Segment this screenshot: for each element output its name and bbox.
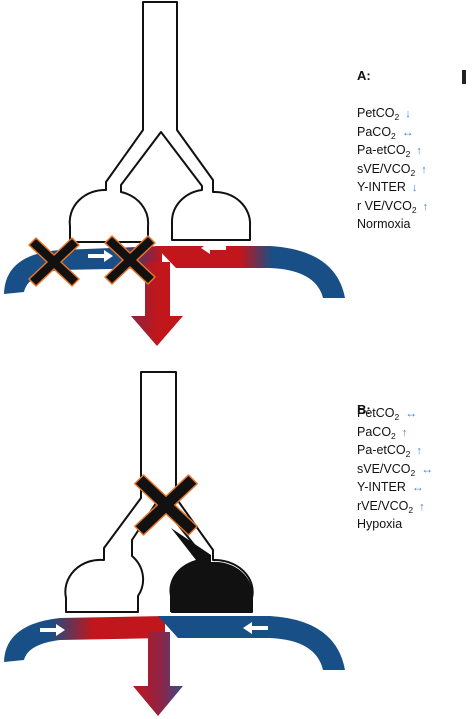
trend-unchanged-arrow-icon: ↔ xyxy=(405,406,418,420)
flow-arrow-right-b xyxy=(40,624,65,636)
parameter-subscript: 2 xyxy=(410,467,416,478)
parameter-name: PaCO xyxy=(357,124,392,139)
legend-row: PetCO2 ↔ xyxy=(357,404,433,423)
parameter-subscript: 2 xyxy=(391,430,396,441)
parameter-name: PetCO xyxy=(357,106,395,120)
parameter-subscript: 2 xyxy=(405,149,411,159)
capillary-right-b xyxy=(158,616,345,670)
trend-down-arrow-icon: ↓ xyxy=(405,108,411,120)
panel-b-diagram xyxy=(4,371,345,716)
legend-row: Pa-etCO2 ↑ xyxy=(357,141,428,160)
parameter-subscript: 2 xyxy=(408,504,414,515)
panel-a-legend: PetCO2↓PaCO2↔Pa-etCO2↑sVE/VCO2↑Y-INTER↓r… xyxy=(357,104,428,234)
parameter-subscript: 2 xyxy=(405,449,411,459)
flow-arrow-left-b xyxy=(243,622,268,634)
flow-arrow-left-a xyxy=(201,242,226,254)
condition-label: Normoxia xyxy=(357,217,411,231)
trend-up-arrow-icon: ↑ xyxy=(419,500,425,513)
edge-marker xyxy=(462,70,466,84)
legend-row: sVE/VCO2 ↑ xyxy=(357,160,428,179)
trend-unchanged-arrow-icon: ↔ xyxy=(411,480,424,494)
parameter-name: Pa-etCO xyxy=(357,443,406,457)
parameter-subscript: 2 xyxy=(394,112,400,122)
condition-label: Hypoxia xyxy=(357,517,403,531)
trend-up-arrow-icon: ↑ xyxy=(422,200,429,213)
trend-unchanged-arrow-icon: ↔ xyxy=(401,124,414,139)
capillary-right-a xyxy=(155,246,345,298)
parameter-name: Y-INTER xyxy=(357,180,406,194)
parameter-subscript: 2 xyxy=(391,130,396,141)
parameter-name: PetCO xyxy=(357,406,395,420)
trend-up-arrow-icon: ↑ xyxy=(401,426,408,439)
capillary-left-b xyxy=(4,616,165,662)
legend-row: Y-INTER ↓ xyxy=(357,178,428,197)
legend-row: r VE/VCO2 ↑ xyxy=(357,197,428,216)
parameter-name: rVE/VCO xyxy=(357,498,409,513)
legend-row: sVE/VCO2 ↔ xyxy=(357,460,433,479)
blocker-x-right-a xyxy=(104,235,156,285)
panel-a-diagram xyxy=(4,1,345,346)
trend-unchanged-arrow-icon: ↔ xyxy=(421,461,434,476)
trend-up-arrow-icon: ↑ xyxy=(416,145,422,157)
legend-row: rVE/VCO2 ↑ xyxy=(357,497,433,516)
trend-up-arrow-icon: ↑ xyxy=(421,163,427,176)
legend-row: Y-INTER ↔ xyxy=(357,478,433,497)
outflow-arrow-b xyxy=(133,632,183,716)
legend-row: PetCO2 ↓ xyxy=(357,104,428,123)
parameter-name: Y-INTER xyxy=(357,480,406,494)
parameter-subscript: 2 xyxy=(411,204,417,215)
parameter-name: PaCO xyxy=(357,424,392,439)
parameter-name: sVE/VCO xyxy=(357,161,411,176)
parameter-subscript: 2 xyxy=(394,412,400,422)
parameter-name: r VE/VCO xyxy=(357,198,412,213)
trend-down-arrow-icon: ↓ xyxy=(411,182,418,194)
blocker-x-airway-b xyxy=(134,474,198,536)
panel-b-legend: PetCO2↔PaCO2↑Pa-etCO2↑sVE/VCO2↔Y-INTER↔r… xyxy=(357,404,433,534)
panel-a-title: A: xyxy=(357,68,371,83)
airway-tree-a xyxy=(68,1,252,243)
parameter-name: Pa-etCO xyxy=(357,143,406,157)
legend-row: Pa-etCO2 ↑ xyxy=(357,441,433,460)
legend-row: PaCO2 ↔ xyxy=(357,123,428,142)
panel-b-title: B: xyxy=(357,402,371,417)
legend-row: PaCO2 ↑ xyxy=(357,423,433,442)
parameter-subscript: 2 xyxy=(410,167,416,178)
occluded-alveolus-b xyxy=(169,528,253,612)
flow-arrow-right-a xyxy=(88,250,113,262)
outflow-arrow-a xyxy=(131,262,183,346)
blocker-x-left-a xyxy=(28,237,80,287)
parameter-name: sVE/VCO xyxy=(357,461,411,476)
trend-up-arrow-icon: ↑ xyxy=(416,445,422,457)
